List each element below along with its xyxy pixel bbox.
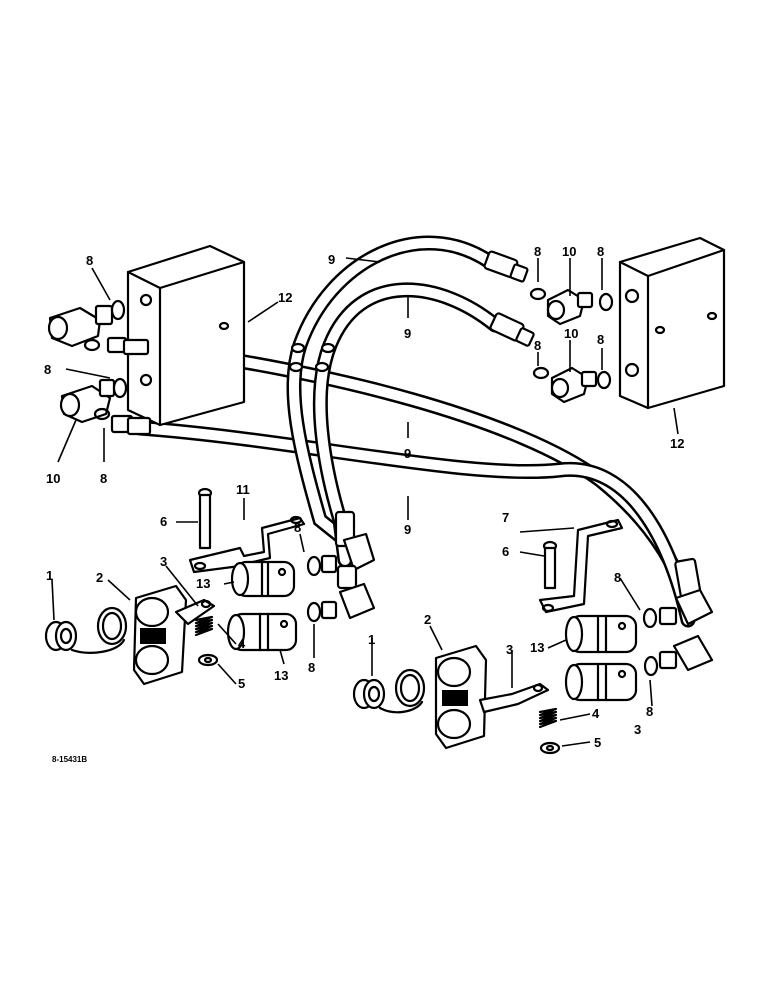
callouts: 8 8 10 8 12 9 9 9 9 8 10 8 8 10 8 12 11 …	[44, 244, 684, 750]
callout-11: 11	[236, 482, 250, 497]
hose-fitting-right-lower	[672, 634, 714, 672]
hose-fitting-middle-lower	[336, 564, 376, 620]
drawing-code: 8-15431B	[52, 755, 87, 764]
callout-8: 8	[308, 660, 315, 675]
callout-3: 3	[634, 722, 641, 737]
o-ring-middle-2	[306, 601, 322, 623]
callout-8: 8	[597, 244, 604, 259]
o-ring-middle-1	[306, 555, 322, 577]
spring-right	[538, 707, 558, 729]
callout-9: 9	[328, 252, 335, 267]
callout-2: 2	[424, 612, 431, 627]
o-ring-left-1	[110, 299, 126, 321]
callout-8: 8	[294, 520, 301, 535]
callout-9: 9	[404, 522, 411, 537]
callout-8: 8	[534, 244, 541, 259]
hose-fitting-right-upper	[674, 557, 714, 626]
callout-6: 6	[160, 514, 167, 529]
hose-end-left-upper	[106, 336, 150, 356]
callout-3: 3	[160, 554, 167, 569]
o-ring-right-4	[596, 370, 612, 390]
callout-1: 1	[368, 632, 375, 647]
callout-2: 2	[96, 570, 103, 585]
o-ring-right-1	[529, 287, 547, 301]
callout-6: 6	[502, 544, 509, 559]
elbow-fitting-left-lower	[59, 378, 116, 424]
callout-8: 8	[646, 704, 653, 719]
callout-12: 12	[278, 290, 292, 305]
callout-13: 13	[530, 640, 544, 655]
callout-12: 12	[670, 436, 684, 451]
bracket-right	[538, 518, 624, 614]
pin-right	[542, 540, 558, 590]
hose-fitting-middle-upper	[334, 510, 376, 572]
elbow-fitting-right-lower	[550, 366, 598, 404]
valve-block-right	[618, 236, 726, 410]
callout-10: 10	[562, 244, 576, 259]
elbow-fitting-right-upper	[546, 288, 594, 326]
callout-8: 8	[86, 253, 93, 268]
callout-5: 5	[594, 735, 601, 750]
callout-8: 8	[597, 332, 604, 347]
coupler-body-left	[132, 584, 216, 686]
dust-cap-right	[352, 668, 426, 714]
callout-4: 4	[592, 706, 600, 721]
washer-right	[539, 741, 561, 755]
elbow-fitting-left-upper	[47, 304, 114, 352]
pin-left	[197, 487, 213, 550]
callout-5: 5	[238, 676, 245, 691]
coupler-left-upper	[230, 560, 296, 598]
o-ring-right-6	[643, 655, 659, 677]
washer-left	[197, 653, 219, 667]
coupler-right-upper	[564, 614, 638, 654]
hose-long-lower	[132, 420, 696, 628]
callout-13: 13	[196, 576, 210, 591]
callout-7: 7	[502, 510, 509, 525]
coupler-body-right	[434, 644, 550, 750]
o-ring-right-2	[532, 366, 550, 380]
dust-cap-left	[44, 606, 128, 654]
hose-end-left-lower	[110, 414, 152, 436]
callout-8: 8	[100, 471, 107, 486]
callout-9: 9	[404, 326, 411, 341]
hose-end-right-lower	[489, 312, 535, 347]
coupler-right-lower	[564, 662, 638, 702]
hoses	[132, 235, 696, 628]
callout-8: 8	[534, 338, 541, 353]
valve-block-left	[126, 244, 246, 427]
callout-9: 9	[404, 446, 411, 461]
callout-10: 10	[46, 471, 60, 486]
o-ring-right-5	[642, 607, 658, 629]
callout-8: 8	[44, 362, 51, 377]
hose-end-right-upper	[483, 250, 529, 283]
callout-8: 8	[614, 570, 621, 585]
callout-13: 13	[274, 668, 288, 683]
o-ring-right-3	[598, 292, 614, 312]
callout-1: 1	[46, 568, 53, 583]
leader-lines	[51, 257, 679, 747]
callout-10: 10	[564, 326, 578, 341]
o-ring-left-2	[112, 377, 128, 399]
callout-3: 3	[506, 642, 513, 657]
callout-4: 4	[238, 636, 246, 651]
spring-left	[194, 615, 214, 637]
